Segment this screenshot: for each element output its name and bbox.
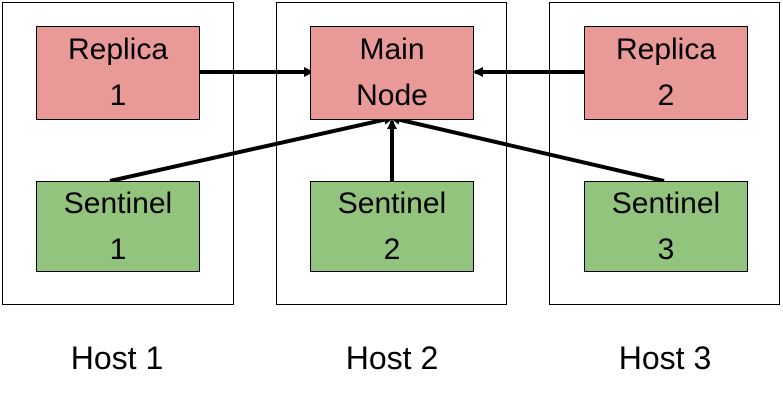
replica-1-label: Replica <box>67 33 169 66</box>
host-1-label: Host 1 <box>70 340 164 376</box>
replica-1-node: Replica 1 <box>36 26 200 120</box>
replica-2-label: Replica <box>615 33 717 66</box>
replica-2-number: 2 <box>657 79 675 112</box>
main-node-label-line1: Main <box>359 33 425 66</box>
sentinel-2-label: Sentinel <box>337 186 447 220</box>
sentinel-2-node: Sentinel 2 <box>310 181 474 272</box>
sentinel-3-number: 3 <box>657 232 675 266</box>
main-node: Main Node <box>310 26 474 120</box>
main-node-label-line2: Node <box>356 79 428 112</box>
sentinel-3-node: Sentinel 3 <box>584 181 748 272</box>
sentinel-3-label: Sentinel <box>611 186 721 220</box>
host-3-label: Host 3 <box>618 340 712 376</box>
sentinel-1-label: Sentinel <box>63 186 173 220</box>
replica-1-number: 1 <box>109 79 127 112</box>
sentinel-1-node: Sentinel 1 <box>36 181 200 272</box>
sentinel-2-number: 2 <box>383 232 401 266</box>
sentinel-1-number: 1 <box>109 232 127 266</box>
host-2-label: Host 2 <box>345 340 439 376</box>
replica-2-node: Replica 2 <box>584 26 748 120</box>
